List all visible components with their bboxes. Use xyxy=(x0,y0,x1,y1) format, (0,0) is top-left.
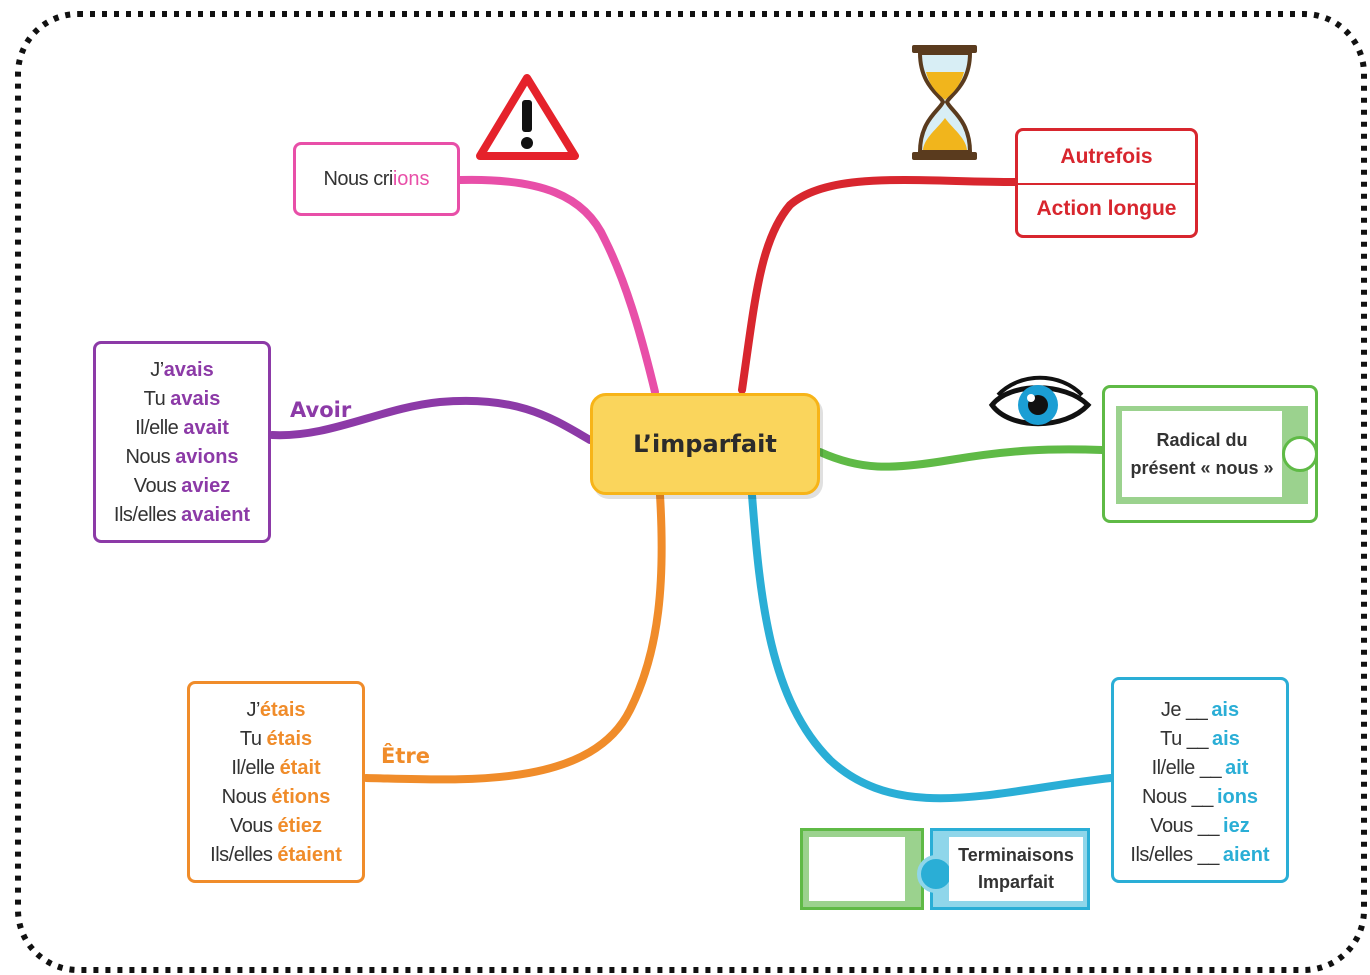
branch-orange xyxy=(362,491,666,784)
avoir-row: Il/elle avait xyxy=(96,414,268,443)
terminaisons-card: Terminaisons Imparfait xyxy=(949,837,1083,901)
branch-purple xyxy=(268,396,594,444)
terminaisons-card-line-1: Terminaisons xyxy=(958,845,1074,865)
etre-pronoun: Il/elle xyxy=(231,757,280,779)
avoir-form: avions xyxy=(175,446,239,468)
crions-ending: ions xyxy=(392,167,430,190)
central-topic: L’imparfait xyxy=(590,393,820,495)
etre-row: Il/elle était xyxy=(190,754,362,783)
terminaisons-row: Je __ais xyxy=(1114,696,1286,725)
etre-pronoun: J’ xyxy=(246,699,260,721)
terminaisons-pronoun: Je __ xyxy=(1160,699,1208,721)
branch-green xyxy=(816,445,1106,471)
etre-row: Ils/elles étaient xyxy=(190,841,362,870)
avoir-form: avais xyxy=(170,388,221,410)
avoir-form: avaient xyxy=(181,504,251,526)
radical-notch xyxy=(1282,436,1318,472)
terminaisons-row: Ils/elles __aient xyxy=(1114,841,1286,870)
branch-pink xyxy=(456,175,659,396)
avoir-label: Avoir xyxy=(290,398,352,422)
terminaisons-row: Il/elle __ait xyxy=(1114,754,1286,783)
etre-form: étais xyxy=(259,699,306,721)
time-line-2: Action longue xyxy=(1036,197,1177,220)
radical-box: Radical du présent « nous » xyxy=(1102,385,1318,523)
etre-label: Être xyxy=(381,744,430,768)
avoir-row: Ils/elles avaient xyxy=(96,501,268,530)
terminaisons-row: Vous __iez xyxy=(1114,812,1286,841)
puzzle-piece-terminaisons: Terminaisons Imparfait xyxy=(917,828,1090,910)
terminaisons-form: iez xyxy=(1223,815,1250,837)
puzzle-piece-empty xyxy=(800,828,924,910)
etre-pronoun: Ils/elles xyxy=(210,844,278,866)
terminaisons-pronoun: Ils/elles __ xyxy=(1130,844,1219,866)
avoir-pronoun: J’ xyxy=(150,359,164,381)
dotted-frame xyxy=(15,11,1367,973)
avoir-row: Tu avais xyxy=(96,385,268,414)
terminaisons-row: Nous __ions xyxy=(1114,783,1286,812)
branch-cyan xyxy=(748,491,1115,803)
etre-form: était xyxy=(279,757,321,779)
radical-line-2: présent « nous » xyxy=(1130,458,1274,478)
time-box: Autrefois Action longue xyxy=(1015,128,1198,238)
etre-row: Tu étais xyxy=(190,725,362,754)
crions-pronoun: Nous cri xyxy=(323,167,393,190)
terminaisons-pronoun: Nous __ xyxy=(1141,786,1214,808)
etre-row: J’étais xyxy=(190,696,362,725)
warning-icon xyxy=(476,74,579,160)
eye-icon xyxy=(988,375,1092,427)
radical-card: Radical du présent « nous » xyxy=(1122,411,1282,497)
etre-form: étiez xyxy=(277,815,322,837)
radical-puzzle-piece: Radical du présent « nous » xyxy=(1116,406,1318,504)
avoir-form: avait xyxy=(183,417,229,439)
terminaisons-form: ions xyxy=(1216,786,1259,808)
time-divider xyxy=(1018,183,1195,185)
terminaisons-form: ait xyxy=(1225,757,1249,779)
avoir-pronoun: Tu xyxy=(143,388,171,410)
terminaisons-row: Tu __ais xyxy=(1114,725,1286,754)
central-title: L’imparfait xyxy=(633,430,777,458)
etre-form: étais xyxy=(266,728,313,750)
branch-red xyxy=(738,176,1019,394)
puzzle-empty-card xyxy=(809,837,905,901)
etre-form: étaient xyxy=(277,844,342,866)
avoir-pronoun: Vous xyxy=(133,475,182,497)
avoir-row: J’avais xyxy=(96,356,268,385)
avoir-pronoun: Nous xyxy=(125,446,176,468)
avoir-pronoun: Ils/elles xyxy=(113,504,182,526)
terminaisons-pronoun: Tu __ xyxy=(1160,728,1209,750)
terminaisons-form: ais xyxy=(1211,699,1240,721)
avoir-pronoun: Il/elle xyxy=(135,417,184,439)
terminaisons-card-line-2: Imparfait xyxy=(977,872,1055,892)
terminaisons-form: ais xyxy=(1212,728,1240,750)
avoir-row: Nous avions xyxy=(96,443,268,472)
avoir-form: avais xyxy=(163,359,214,381)
hourglass-icon xyxy=(912,45,977,160)
etre-pronoun: Nous xyxy=(221,786,272,808)
etre-pronoun: Tu xyxy=(239,728,267,750)
etre-pronoun: Vous xyxy=(229,815,278,837)
etre-row: Nous étions xyxy=(190,783,362,812)
terminaisons-form: aient xyxy=(1222,844,1270,866)
etre-form: étions xyxy=(271,786,331,808)
radical-line-1: Radical du xyxy=(1156,430,1248,450)
terminaisons-pronoun: Il/elle __ xyxy=(1151,757,1222,779)
avoir-form: aviez xyxy=(181,475,231,497)
etre-row: Vous étiez xyxy=(190,812,362,841)
terminaisons-pronoun: Vous __ xyxy=(1150,815,1220,837)
avoir-row: Vous aviez xyxy=(96,472,268,501)
time-line-1: Autrefois xyxy=(1060,145,1153,168)
